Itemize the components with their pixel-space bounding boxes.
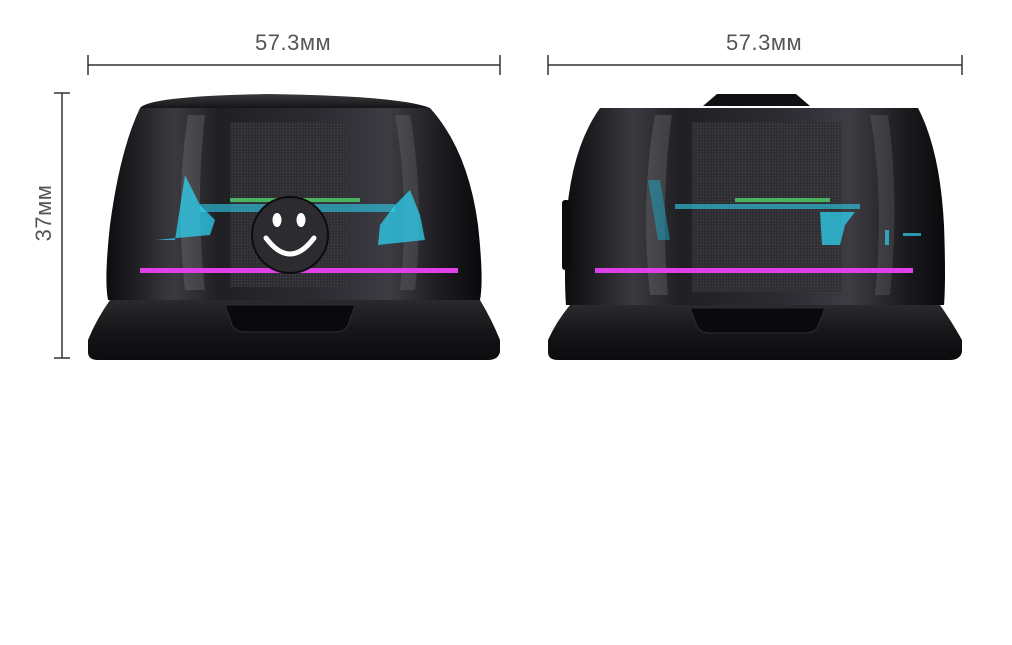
width-dimension-line-side xyxy=(547,55,963,75)
top-knob xyxy=(703,94,810,106)
speaker-side-view xyxy=(548,94,962,360)
neon-accent xyxy=(903,233,921,236)
smiley-icon xyxy=(251,196,329,274)
dimension-lines xyxy=(54,55,963,359)
neon-platter xyxy=(675,204,860,209)
height-dimension-line xyxy=(54,92,70,359)
width-dimension-label-front: 57.3мм xyxy=(255,30,332,55)
side-button xyxy=(562,200,570,270)
base-notch xyxy=(689,307,826,334)
neon-accent xyxy=(885,230,889,245)
base-notch xyxy=(224,304,356,333)
speaker-front-view xyxy=(88,94,500,360)
glass-reflection xyxy=(870,115,895,295)
width-dimension-line-front xyxy=(87,55,501,75)
neon-tonearm xyxy=(820,212,855,245)
neon-pink-strip xyxy=(595,268,913,273)
neon-left-element xyxy=(648,180,670,240)
neon-turntable-left xyxy=(155,175,215,240)
top-cap xyxy=(140,94,430,108)
neon-green-bar xyxy=(735,198,830,202)
neon-turntable-right xyxy=(378,190,425,245)
width-dimension-label-side: 57.3мм xyxy=(726,30,803,55)
